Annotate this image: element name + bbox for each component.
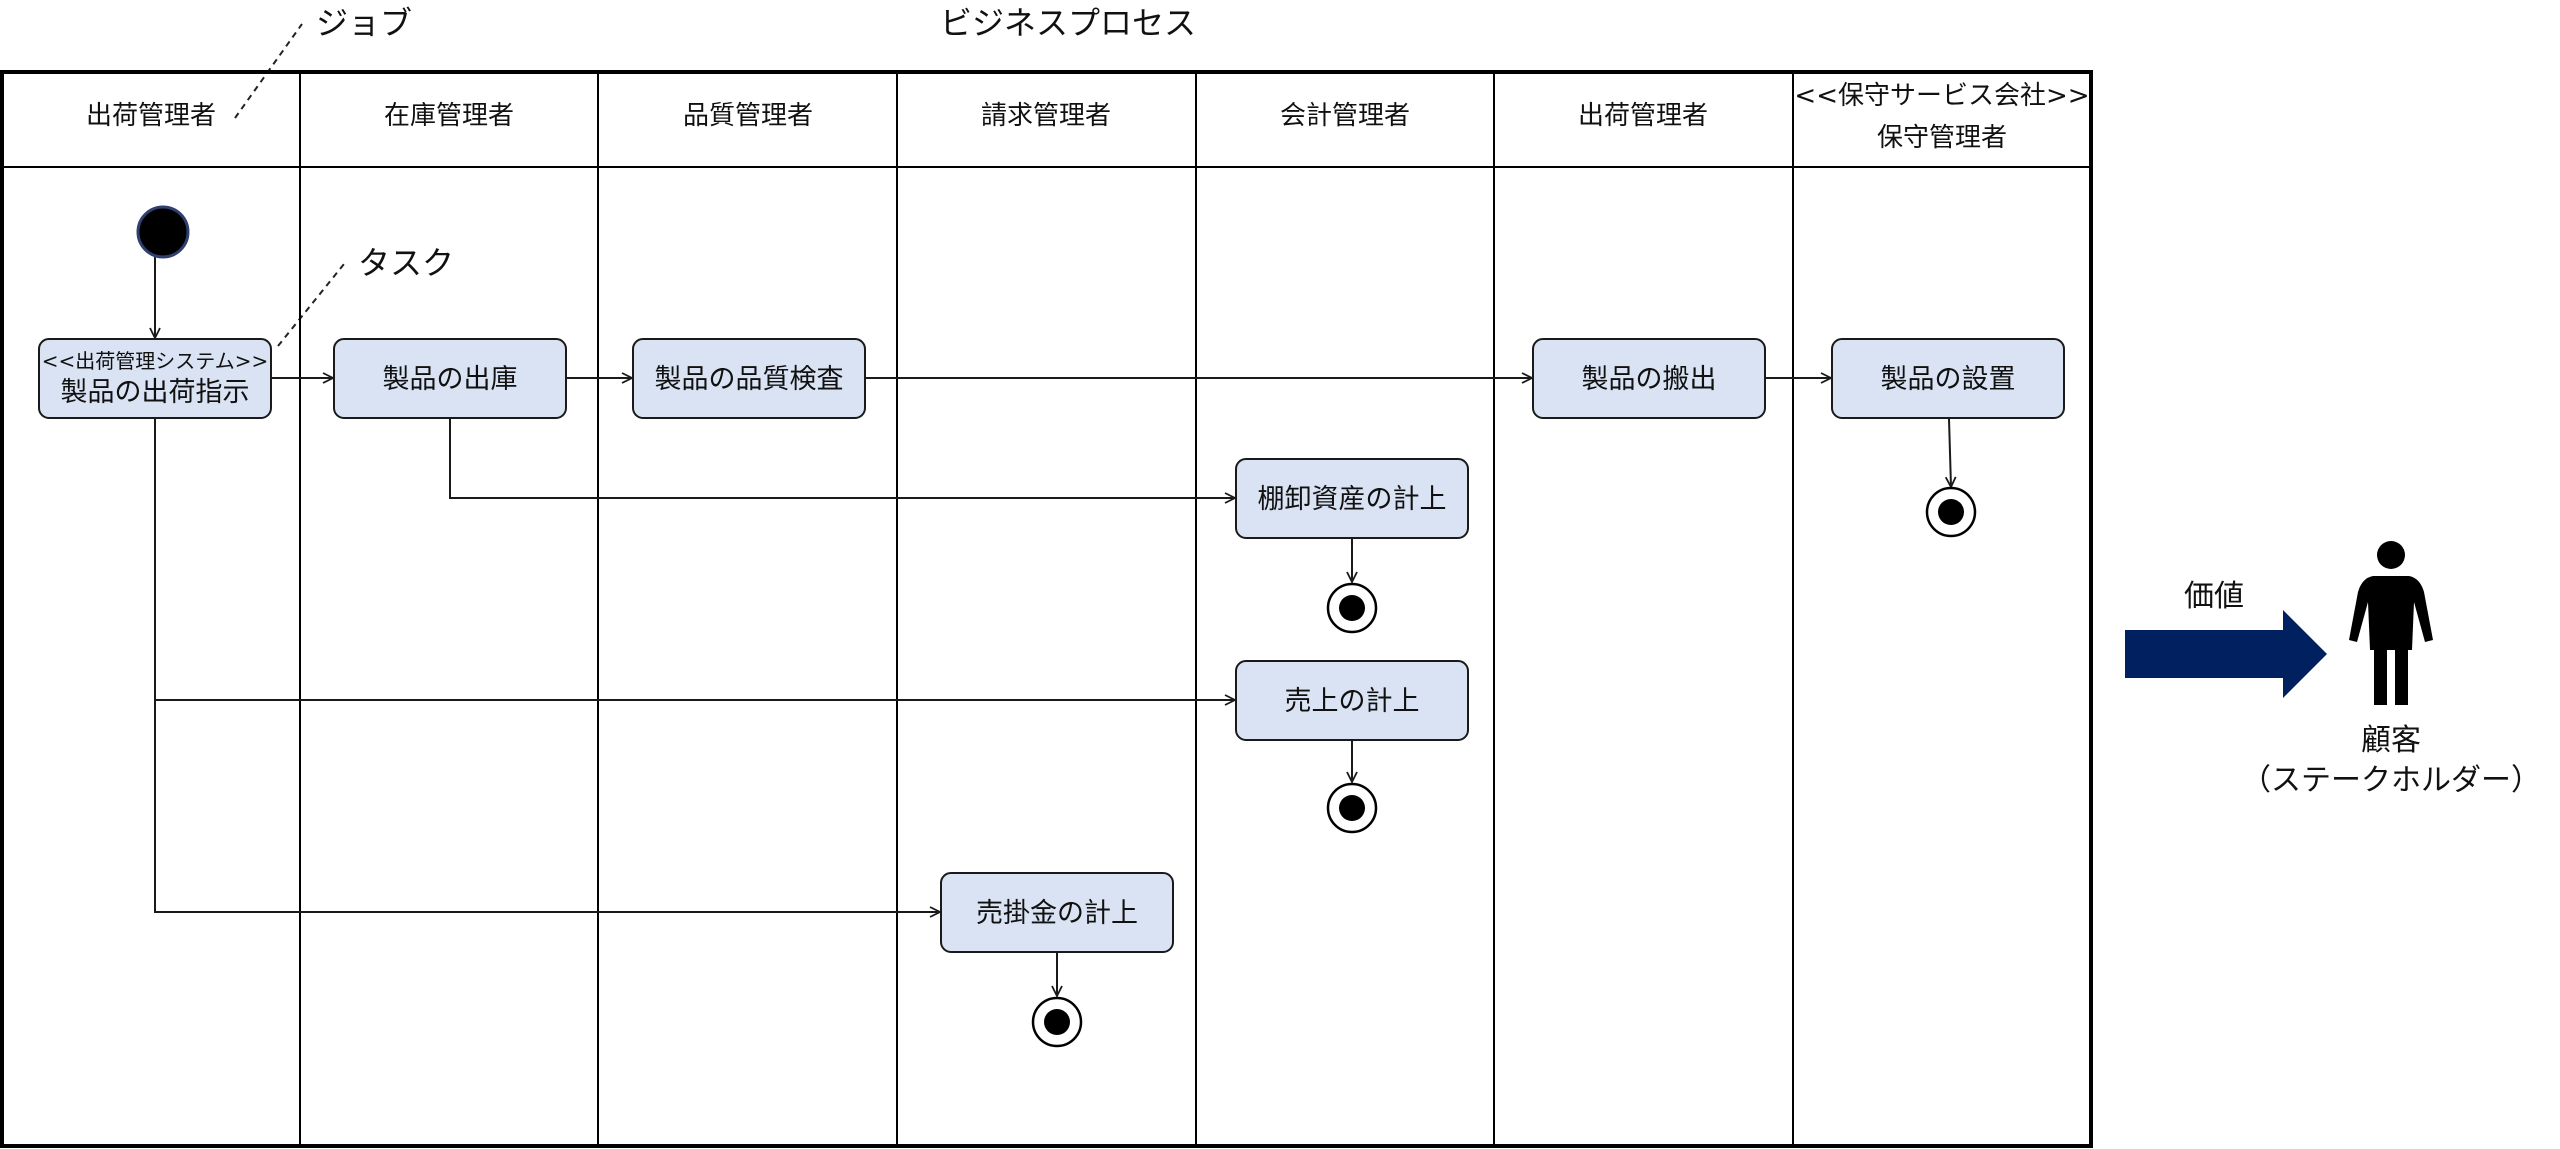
lane-header-accounting-manager: 会計管理者: [1280, 101, 1410, 131]
person-icon: [2349, 541, 2433, 705]
lane-header-shipping-manager: 出荷管理者: [86, 101, 216, 131]
activity-product-issue[interactable]: 製品の出庫: [333, 338, 567, 419]
flow-connectors: [155, 250, 1951, 996]
lane-header-maintenance-manager: 保守管理者: [1877, 123, 2007, 153]
lane-header-maintenance-stereotype: <<保守サービス会社>>: [1794, 81, 2089, 111]
final-node-inventory-asset: [1326, 582, 1378, 634]
activity-label: 売掛金の計上: [976, 898, 1138, 929]
stakeholder-name: 顧客: [2361, 723, 2421, 758]
activity-receivable-posting[interactable]: 売掛金の計上: [940, 872, 1174, 953]
activity-sales-posting[interactable]: 売上の計上: [1235, 660, 1469, 741]
value-label: 価値: [2184, 579, 2244, 614]
job-callout-label: ジョブ: [316, 4, 412, 42]
swimlane-frame: [0, 70, 2093, 1148]
diagram-title: ビジネスプロセス: [940, 4, 1196, 42]
activity-label: 製品の出荷指示: [61, 377, 250, 408]
activity-label: 製品の搬出: [1582, 364, 1717, 395]
activity-product-carry-out[interactable]: 製品の搬出: [1532, 338, 1766, 419]
stakeholder-role: （ステークホルダー）: [2241, 763, 2541, 798]
activity-label: 売上の計上: [1285, 686, 1420, 717]
final-node-receivable: [1031, 996, 1083, 1048]
activity-label: 製品の出庫: [383, 364, 518, 395]
activity-quality-inspection[interactable]: 製品の品質検査: [632, 338, 866, 419]
task-callout-line: [277, 263, 345, 347]
lane-header-shipping-manager-2: 出荷管理者: [1578, 101, 1708, 131]
activity-label: 製品の品質検査: [655, 364, 844, 395]
activity-shipping-instruction[interactable]: <<出荷管理システム>> 製品の出荷指示: [38, 338, 272, 419]
final-node-sales: [1326, 782, 1378, 834]
activity-inventory-asset-posting[interactable]: 棚卸資産の計上: [1235, 458, 1469, 539]
initial-node: [136, 205, 190, 259]
lane-header-billing-manager: 請求管理者: [981, 101, 1111, 131]
activity-label: 製品の設置: [1881, 364, 2016, 395]
activity-stereotype: <<出荷管理システム>>: [42, 349, 268, 373]
lane-header-inventory-manager: 在庫管理者: [384, 101, 514, 131]
activity-product-installation[interactable]: 製品の設置: [1831, 338, 2065, 419]
lane-header-quality-manager: 品質管理者: [683, 101, 813, 131]
final-node-installation: [1925, 486, 1977, 538]
task-callout-label: タスク: [358, 244, 454, 282]
activity-label: 棚卸資産の計上: [1258, 484, 1447, 515]
arrow-right-icon: [2125, 610, 2327, 698]
